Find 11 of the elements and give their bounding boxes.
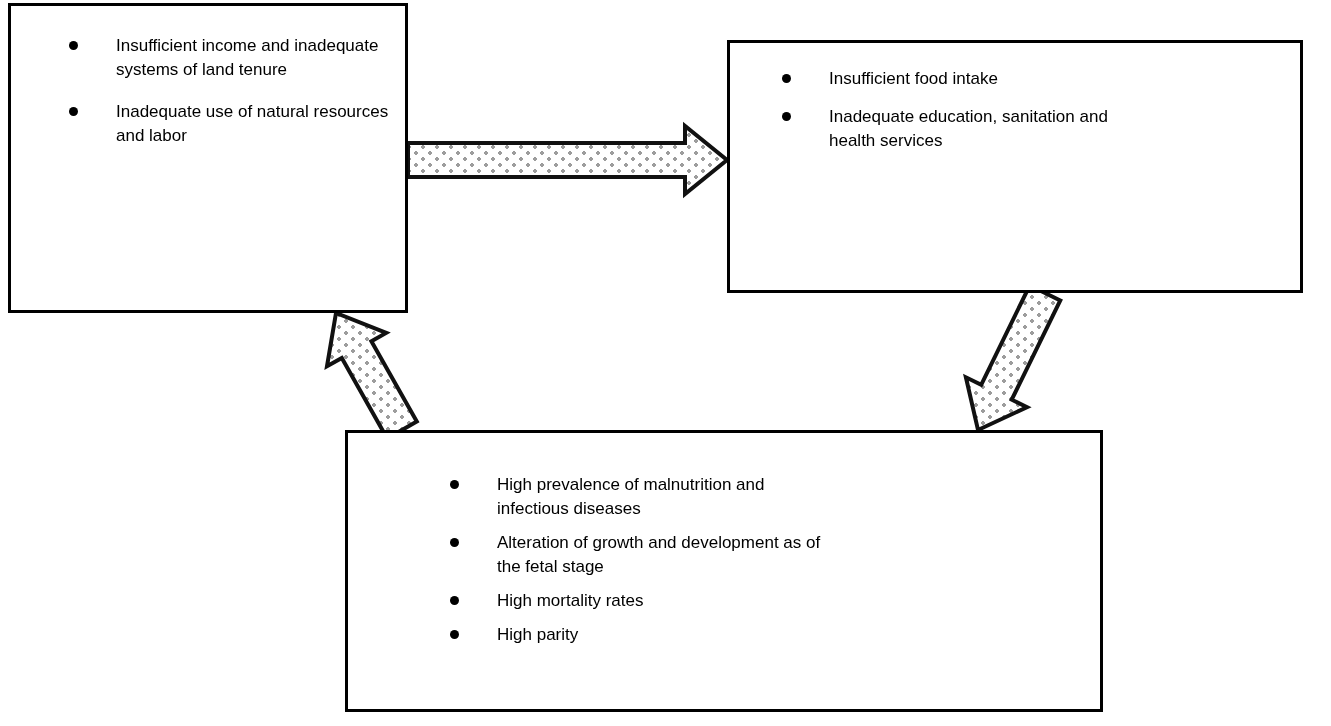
bullet-text: High parity bbox=[497, 624, 580, 646]
bullet-text: Alteration of growth and development as of the fetal stage bbox=[497, 532, 822, 578]
bullet-text: Inadequate use of natural resources and labor bbox=[116, 101, 390, 147]
text-box bbox=[8, 3, 408, 313]
bullet-text: Inadequate education, sanitation and health services bbox=[829, 106, 1109, 152]
text-box bbox=[345, 430, 1103, 712]
text-box bbox=[727, 40, 1303, 293]
bullet-text: Insufficient food intake bbox=[829, 68, 999, 90]
bullet-text: Insufficient income and inadequate systems of land tenure bbox=[116, 35, 380, 81]
bullet-text: High mortality rates bbox=[497, 590, 645, 612]
bullet-text: High prevalence of malnutrition and infectious diseases bbox=[497, 474, 766, 520]
